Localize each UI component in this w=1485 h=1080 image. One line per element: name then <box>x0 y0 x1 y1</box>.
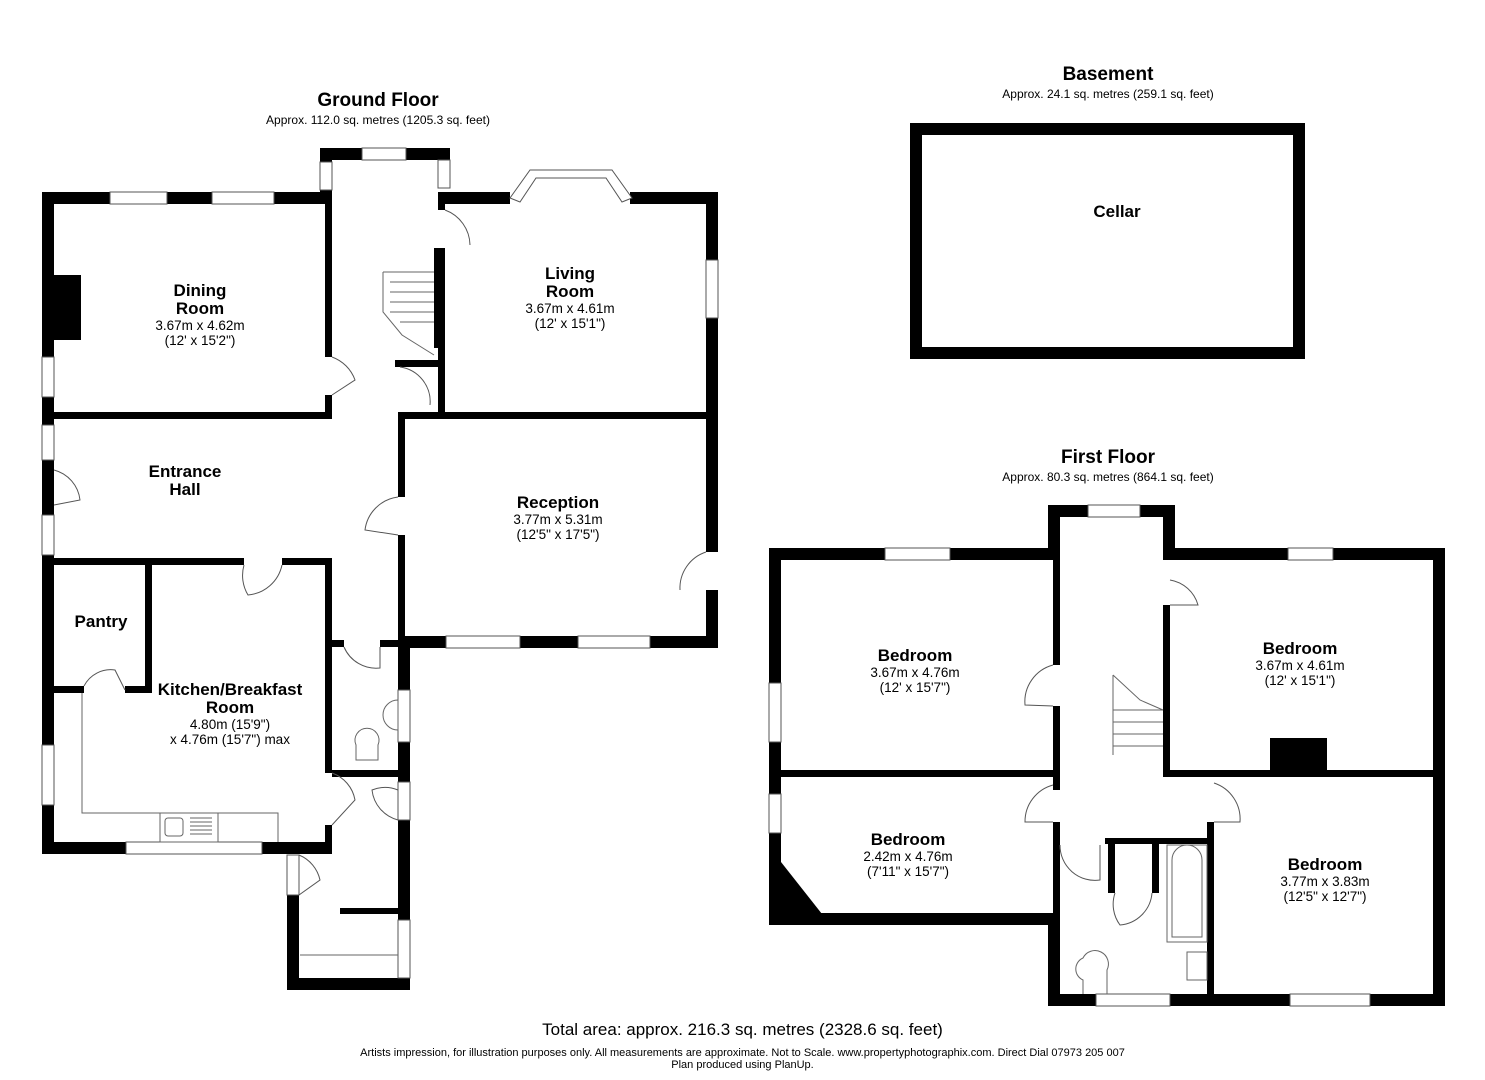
room-entrance-hall: Entrance Hall <box>85 463 285 499</box>
room-name: Room <box>175 299 225 318</box>
room-bedroom-2: Bedroom 3.67m x 4.61m (12' x 15'1") <box>1200 639 1400 689</box>
room-dimension-metric: 3.67m x 4.62m <box>155 318 245 333</box>
first-floor-title: First Floor <box>1061 447 1155 468</box>
room-name: Room <box>205 698 255 717</box>
first-floor-doors <box>1024 579 1241 926</box>
room-name: Dining <box>173 281 227 300</box>
room-bedroom-4: Bedroom 3.77m x 3.83m (12'5" x 12'7") <box>1225 855 1425 905</box>
room-dimension-line1: 4.80m (15'9") <box>189 717 271 732</box>
room-name: Hall <box>169 480 201 499</box>
room-pantry: Pantry <box>56 613 146 631</box>
basement-walls <box>910 123 1305 359</box>
room-reception: Reception 3.77m x 5.31m (12'5" x 17'5") <box>458 493 658 543</box>
room-dimension-metric: 3.77m x 3.83m <box>1280 874 1370 889</box>
disclaimer-text: Artists impression, for illustration pur… <box>360 1047 1125 1059</box>
room-bedroom-3: Bedroom 2.42m x 4.76m (7'11" x 15'7") <box>808 830 1008 880</box>
ground-floor-stairs <box>382 271 435 356</box>
room-dining: Dining Room 3.67m x 4.62m (12' x 15'2") <box>100 281 300 349</box>
room-dimension-metric: 2.42m x 4.76m <box>863 849 953 864</box>
ground-floor-windows <box>41 147 719 979</box>
room-dimension-metric: 3.67m x 4.61m <box>1255 658 1345 673</box>
room-dimension-imperial: (12' x 15'1") <box>534 316 606 331</box>
room-dimension-imperial: (12'5" x 12'7") <box>1283 889 1367 904</box>
basement-area: Approx. 24.1 sq. metres (259.1 sq. feet) <box>1002 87 1214 101</box>
room-dimension-imperial: (12'5" x 17'5") <box>516 527 600 542</box>
room-kitchen-breakfast: Kitchen/Breakfast Room 4.80m (15'9") x 4… <box>130 680 330 748</box>
room-name: Kitchen/Breakfast <box>157 680 303 699</box>
room-name: Bedroom <box>1287 855 1363 874</box>
room-dimension-metric: 3.67m x 4.76m <box>870 665 960 680</box>
room-name: Pantry <box>74 612 128 631</box>
ground-floor-doors <box>53 209 707 896</box>
plan-credit: Plan produced using PlanUp. <box>671 1059 814 1071</box>
first-floor-stairs <box>1112 674 1164 755</box>
ground-floor-title: Ground Floor <box>317 90 439 111</box>
room-name: Living <box>544 264 596 283</box>
ground-floor-fixtures <box>81 693 399 956</box>
room-name: Cellar <box>1093 202 1141 221</box>
room-dimension-imperial: (12' x 15'1") <box>1264 673 1336 688</box>
first-floor-area: Approx. 80.3 sq. metres (864.1 sq. feet) <box>1002 470 1214 484</box>
room-dimension-line2: x 4.76m (15'7") max <box>170 732 290 747</box>
room-living: Living Room 3.67m x 4.61m (12' x 15'1") <box>470 264 670 332</box>
room-dimension-imperial: (12' x 15'7") <box>879 680 951 695</box>
room-dimension-metric: 3.67m x 4.61m <box>525 301 615 316</box>
first-floor-windows <box>768 504 1371 1007</box>
disclaimer: Artists impression, for illustration pur… <box>0 1047 1485 1071</box>
room-name: Entrance <box>148 462 222 481</box>
room-name: Bedroom <box>1262 639 1338 658</box>
room-bedroom-1: Bedroom 3.67m x 4.76m (12' x 15'7") <box>815 646 1015 696</box>
first-floor-fixtures <box>1075 844 1208 994</box>
room-dimension-imperial: (7'11" x 15'7") <box>866 864 950 879</box>
first-floor-walls <box>769 505 1445 1006</box>
room-dimension-metric: 3.77m x 5.31m <box>513 512 603 527</box>
total-area: Total area: approx. 216.3 sq. metres (23… <box>542 1020 943 1039</box>
room-name: Bedroom <box>877 646 953 665</box>
room-dimension-imperial: (12' x 15'2") <box>164 333 236 348</box>
room-cellar: Cellar <box>1017 203 1217 221</box>
ground-floor-area: Approx. 112.0 sq. metres (1205.3 sq. fee… <box>266 113 490 127</box>
room-name: Room <box>545 282 595 301</box>
basement-title: Basement <box>1062 64 1154 85</box>
room-name: Reception <box>516 493 600 512</box>
room-name: Bedroom <box>870 830 946 849</box>
